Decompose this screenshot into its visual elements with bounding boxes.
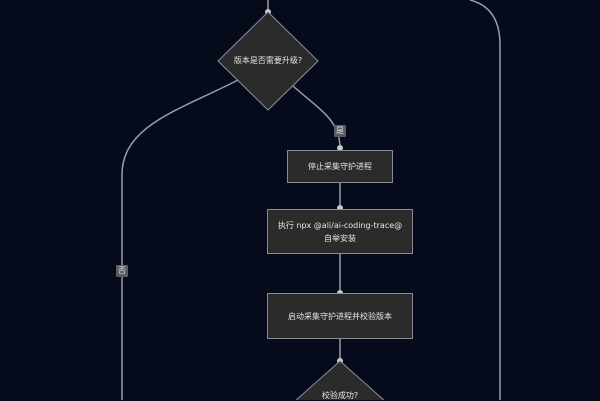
node-start-verify[interactable]: 启动采集守护进程并校验版本 (267, 293, 413, 339)
edge-label-no: 否 (116, 265, 128, 277)
node-stop-daemon[interactable]: 停止采集守护进程 (287, 150, 393, 183)
edge-label-yes: 是 (334, 125, 346, 137)
decision-upgrade-label: 版本是否需要升级? (233, 56, 303, 65)
node-run-install[interactable]: 执行 npx @ali/ai-coding-trace@ 自举安装 (267, 209, 413, 254)
decision-verify-label: 校验成功? (321, 391, 359, 400)
